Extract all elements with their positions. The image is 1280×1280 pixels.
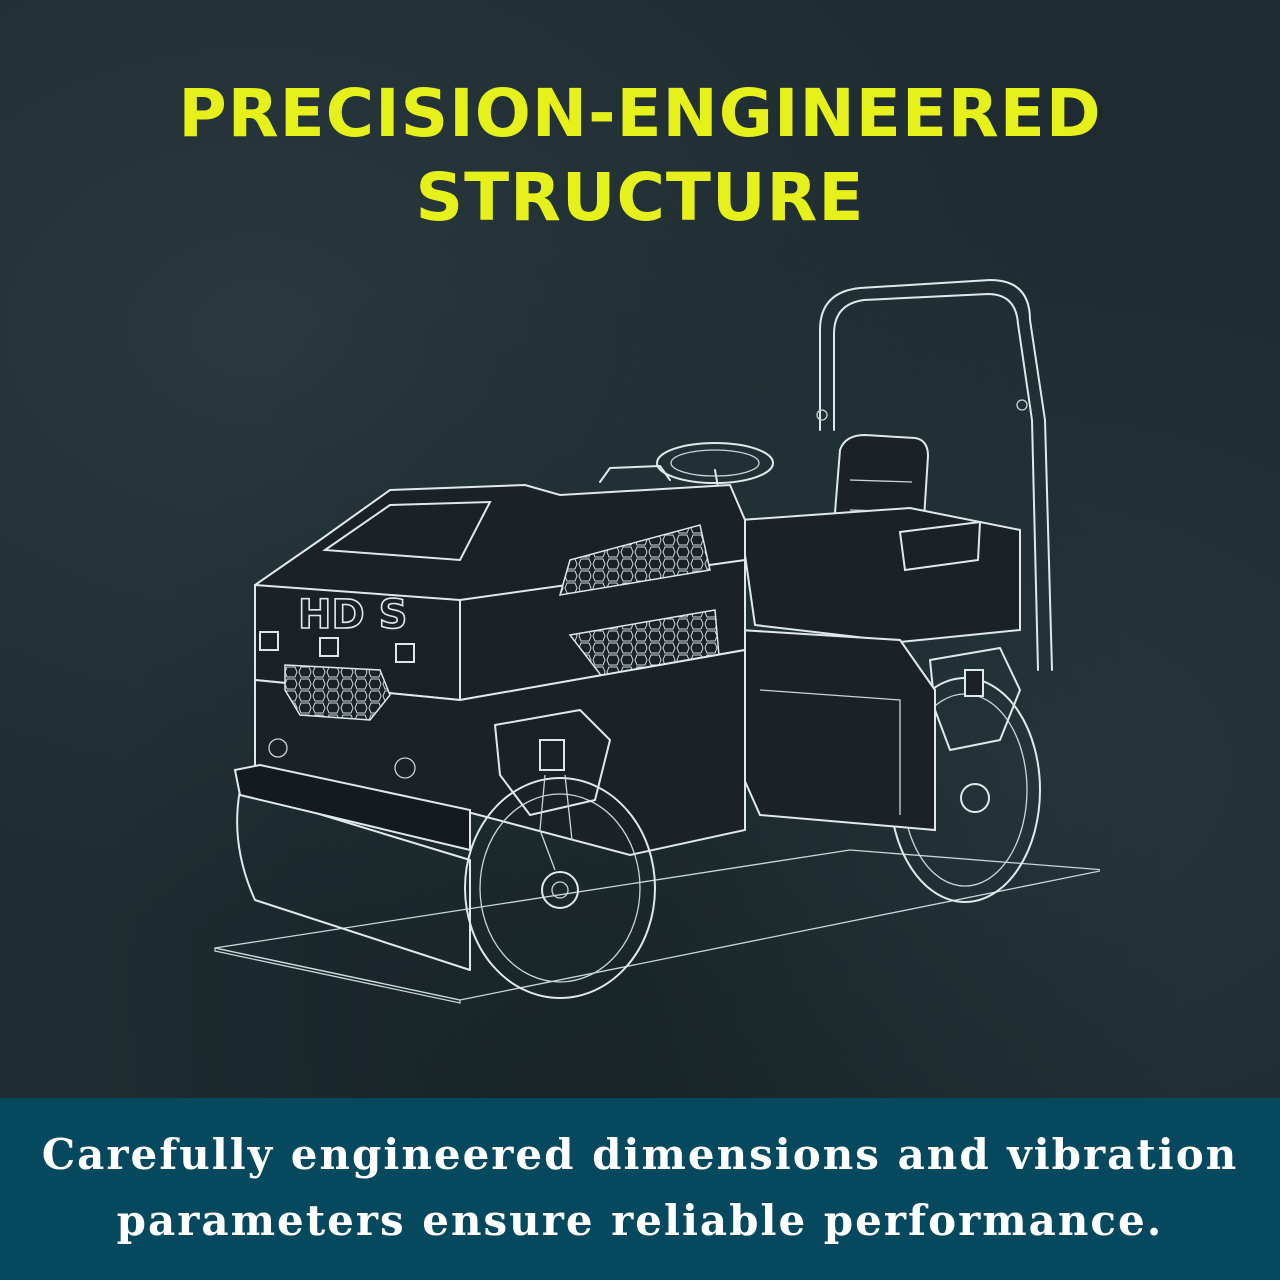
caption-line-2: parameters ensure reliable performance. bbox=[116, 1196, 1164, 1245]
caption-band bbox=[0, 1098, 1280, 1280]
caption-line-1: Carefully engineered dimensions and vibr… bbox=[41, 1130, 1239, 1179]
caption-text: Carefully engineered dimensions and vibr… bbox=[40, 1122, 1240, 1254]
headline-line-1: PRECISION-ENGINEERED bbox=[178, 75, 1102, 152]
ground-plate bbox=[214, 849, 1106, 1004]
rear-body bbox=[738, 506, 1021, 832]
rollover-frame bbox=[816, 279, 1053, 671]
front-drum bbox=[233, 709, 656, 999]
model-label: HD S bbox=[298, 592, 407, 638]
page-headline: PRECISION-ENGINEERED STRUCTURE bbox=[0, 72, 1280, 240]
headline-line-2: STRUCTURE bbox=[415, 159, 865, 236]
road-roller-illustration: HD S bbox=[200, 270, 1106, 1040]
engine-hood bbox=[254, 465, 746, 702]
